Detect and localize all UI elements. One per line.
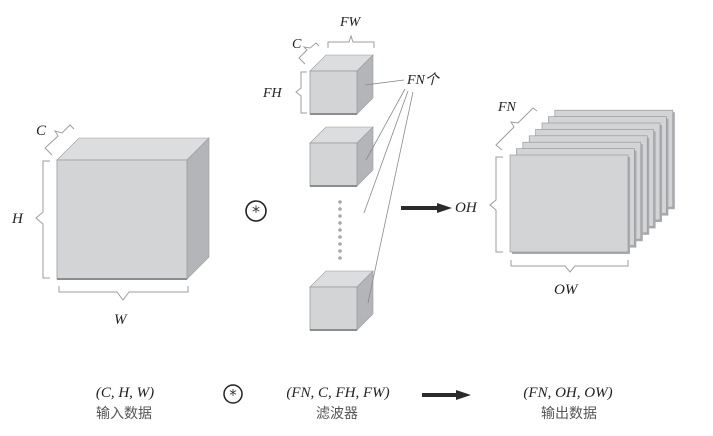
- filter-fw-label: FW: [339, 15, 362, 30]
- input-c-label: C: [36, 123, 47, 139]
- asterisk-glyph: *: [229, 386, 237, 404]
- filter-height-bracket: [295, 71, 307, 114]
- leader-line: [363, 90, 409, 214]
- output-plates: [509, 109, 675, 254]
- ellipsis-dot: [338, 249, 342, 253]
- ellipsis-dot: [338, 242, 342, 246]
- filter-shape-text: (FN, C, FH, FW): [286, 385, 389, 401]
- leader-line: [367, 91, 414, 304]
- output-ow-label: OW: [554, 282, 579, 298]
- input-h-label: H: [11, 211, 24, 227]
- filter-ellipsis: [338, 200, 342, 260]
- ellipsis-dot: [338, 228, 342, 232]
- output-shape-text: (FN, OH, OW): [523, 385, 612, 401]
- output-fn-label: FN: [497, 100, 517, 115]
- input-data-cube: [56, 137, 210, 280]
- input-shape-text: (C, H, W): [96, 385, 154, 401]
- filter-channel-bracket: [298, 42, 320, 65]
- filter-cube: [309, 54, 374, 115]
- output-filter-count-bracket: [495, 107, 538, 151]
- convolution-operator-icon: *: [245, 200, 267, 222]
- cube-top-face: [56, 137, 210, 161]
- cube-front-face: [309, 70, 358, 115]
- input-width-bracket: [58, 286, 189, 301]
- filter-width-bracket: [327, 34, 375, 48]
- filter-count-label: FN个: [406, 72, 441, 88]
- output-brackets: [489, 107, 629, 273]
- input-w-label: W: [114, 312, 128, 328]
- plate-face: [509, 154, 629, 253]
- ellipsis-dot: [338, 207, 342, 211]
- input-caption: 输入数据: [96, 406, 152, 422]
- output-oh-label: OH: [455, 200, 478, 216]
- filter-leader-lines: [363, 79, 414, 304]
- leader-line: [365, 88, 406, 161]
- bottom-arrow-icon: [422, 390, 471, 400]
- bottom-convolution-operator-icon: *: [223, 384, 243, 404]
- ellipsis-dot: [338, 256, 342, 260]
- output-arrow-icon: [401, 203, 452, 213]
- filter-cube: [309, 126, 374, 187]
- input-channel-bracket: [44, 124, 75, 156]
- filter-c-label: C: [292, 37, 302, 52]
- cube-front-face: [56, 159, 188, 280]
- ellipsis-dot: [338, 200, 342, 204]
- output-width-bracket: [510, 260, 629, 273]
- input-height-bracket: [35, 160, 50, 279]
- filter-brackets: [295, 34, 375, 114]
- ellipsis-dot: [338, 235, 342, 239]
- filter-fh-label: FH: [262, 86, 283, 101]
- cube-side-face: [186, 137, 210, 280]
- filter-cubes: [309, 54, 374, 331]
- leader-line: [364, 79, 405, 86]
- cube-front-face: [309, 286, 358, 331]
- cube-front-face: [309, 142, 358, 187]
- output-plate: [509, 154, 630, 254]
- input-cube: [56, 137, 210, 280]
- input-brackets: [35, 124, 189, 301]
- asterisk-glyph: *: [252, 202, 260, 221]
- output-height-bracket: [489, 156, 503, 253]
- filter-cube: [309, 270, 374, 331]
- ellipsis-dot: [338, 221, 342, 225]
- output-caption: 输出数据: [541, 406, 597, 422]
- filter-caption: 滤波器: [316, 406, 358, 422]
- ellipsis-dot: [338, 214, 342, 218]
